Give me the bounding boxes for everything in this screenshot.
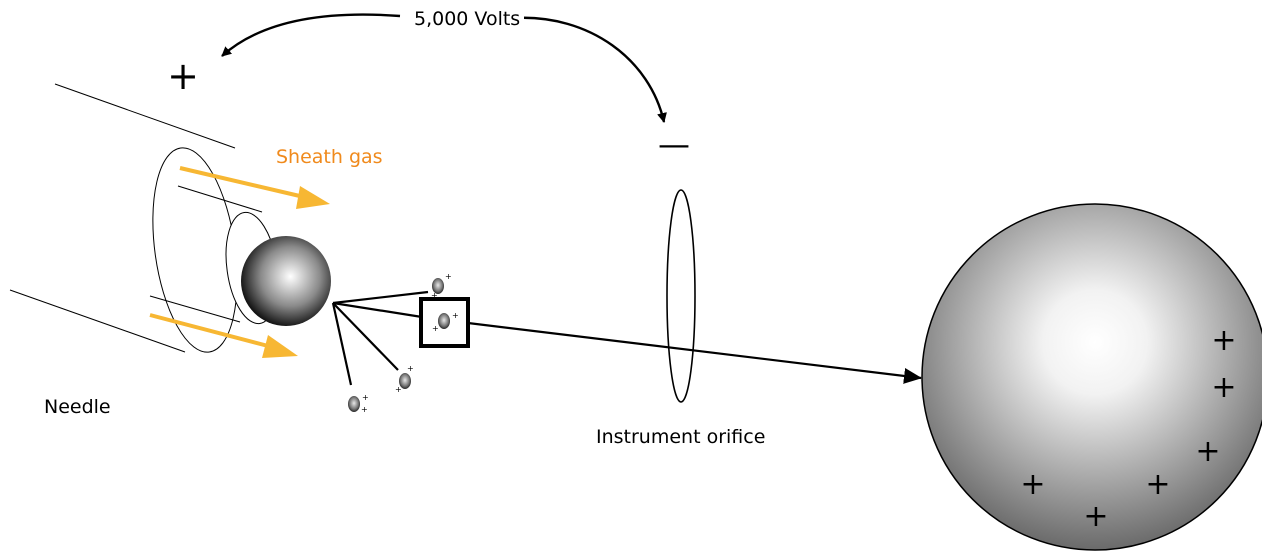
- needle-outer-top-line: [54, 83, 236, 149]
- sheath-gas-arrow-bottom: [149, 313, 273, 349]
- charged-droplet: [348, 396, 360, 412]
- surface-charge: +: [1083, 499, 1108, 534]
- needle: [9, 83, 279, 353]
- negative-terminal: —: [658, 125, 690, 163]
- charged-droplet: [399, 373, 411, 389]
- surface-charge: +: [1145, 467, 1170, 502]
- droplet-charge: +: [361, 405, 368, 414]
- highlight-box: [419, 297, 470, 348]
- instrument-orifice-label: Instrument orifice: [596, 426, 766, 448]
- needle-inner-bottom-line: [149, 295, 241, 323]
- surface-charge: +: [1211, 323, 1236, 358]
- droplet-charges: + + + + + + + +: [361, 272, 459, 414]
- magnified-droplet: [921, 203, 1262, 551]
- voltage-arrow-left: [221, 13, 401, 57]
- surface-charge: +: [1211, 370, 1236, 405]
- surface-charge: +: [1020, 467, 1045, 502]
- needle-label: Needle: [44, 396, 111, 418]
- magnify-arrow: [467, 321, 922, 384]
- droplet-charge: +: [431, 291, 438, 300]
- voltage-label: 5,000 Volts: [410, 10, 525, 29]
- droplet-charge: +: [445, 272, 452, 281]
- voltage-arrow-right: [513, 16, 667, 123]
- sheath-gas-label: Sheath gas: [276, 146, 383, 168]
- charged-droplet: [438, 313, 450, 329]
- droplet-charge: +: [407, 364, 414, 373]
- magnified-droplet-charges: + + + + + +: [1020, 323, 1236, 534]
- instrument-orifice: [666, 189, 696, 403]
- droplet-charge: +: [362, 393, 369, 402]
- needle-outer-bottom-line: [9, 289, 186, 353]
- droplet-charge: +: [395, 385, 402, 394]
- spray-lines: [331, 290, 429, 386]
- surface-charge: +: [1195, 434, 1220, 469]
- charged-droplets: [348, 278, 450, 412]
- droplet-charge: +: [432, 324, 439, 333]
- droplet-charge: +: [452, 311, 459, 320]
- sheath-gas-arrowhead-top: [296, 186, 330, 209]
- needle-inner-top-line: [177, 185, 263, 213]
- taylor-cone-droplet: [241, 236, 331, 326]
- sheath-gas-arrows: [149, 166, 330, 358]
- charged-droplet: [432, 278, 444, 294]
- sheath-gas-arrow-top: [179, 166, 305, 199]
- sheath-gas-arrowhead-bottom: [262, 335, 298, 358]
- positive-terminal: +: [167, 54, 199, 98]
